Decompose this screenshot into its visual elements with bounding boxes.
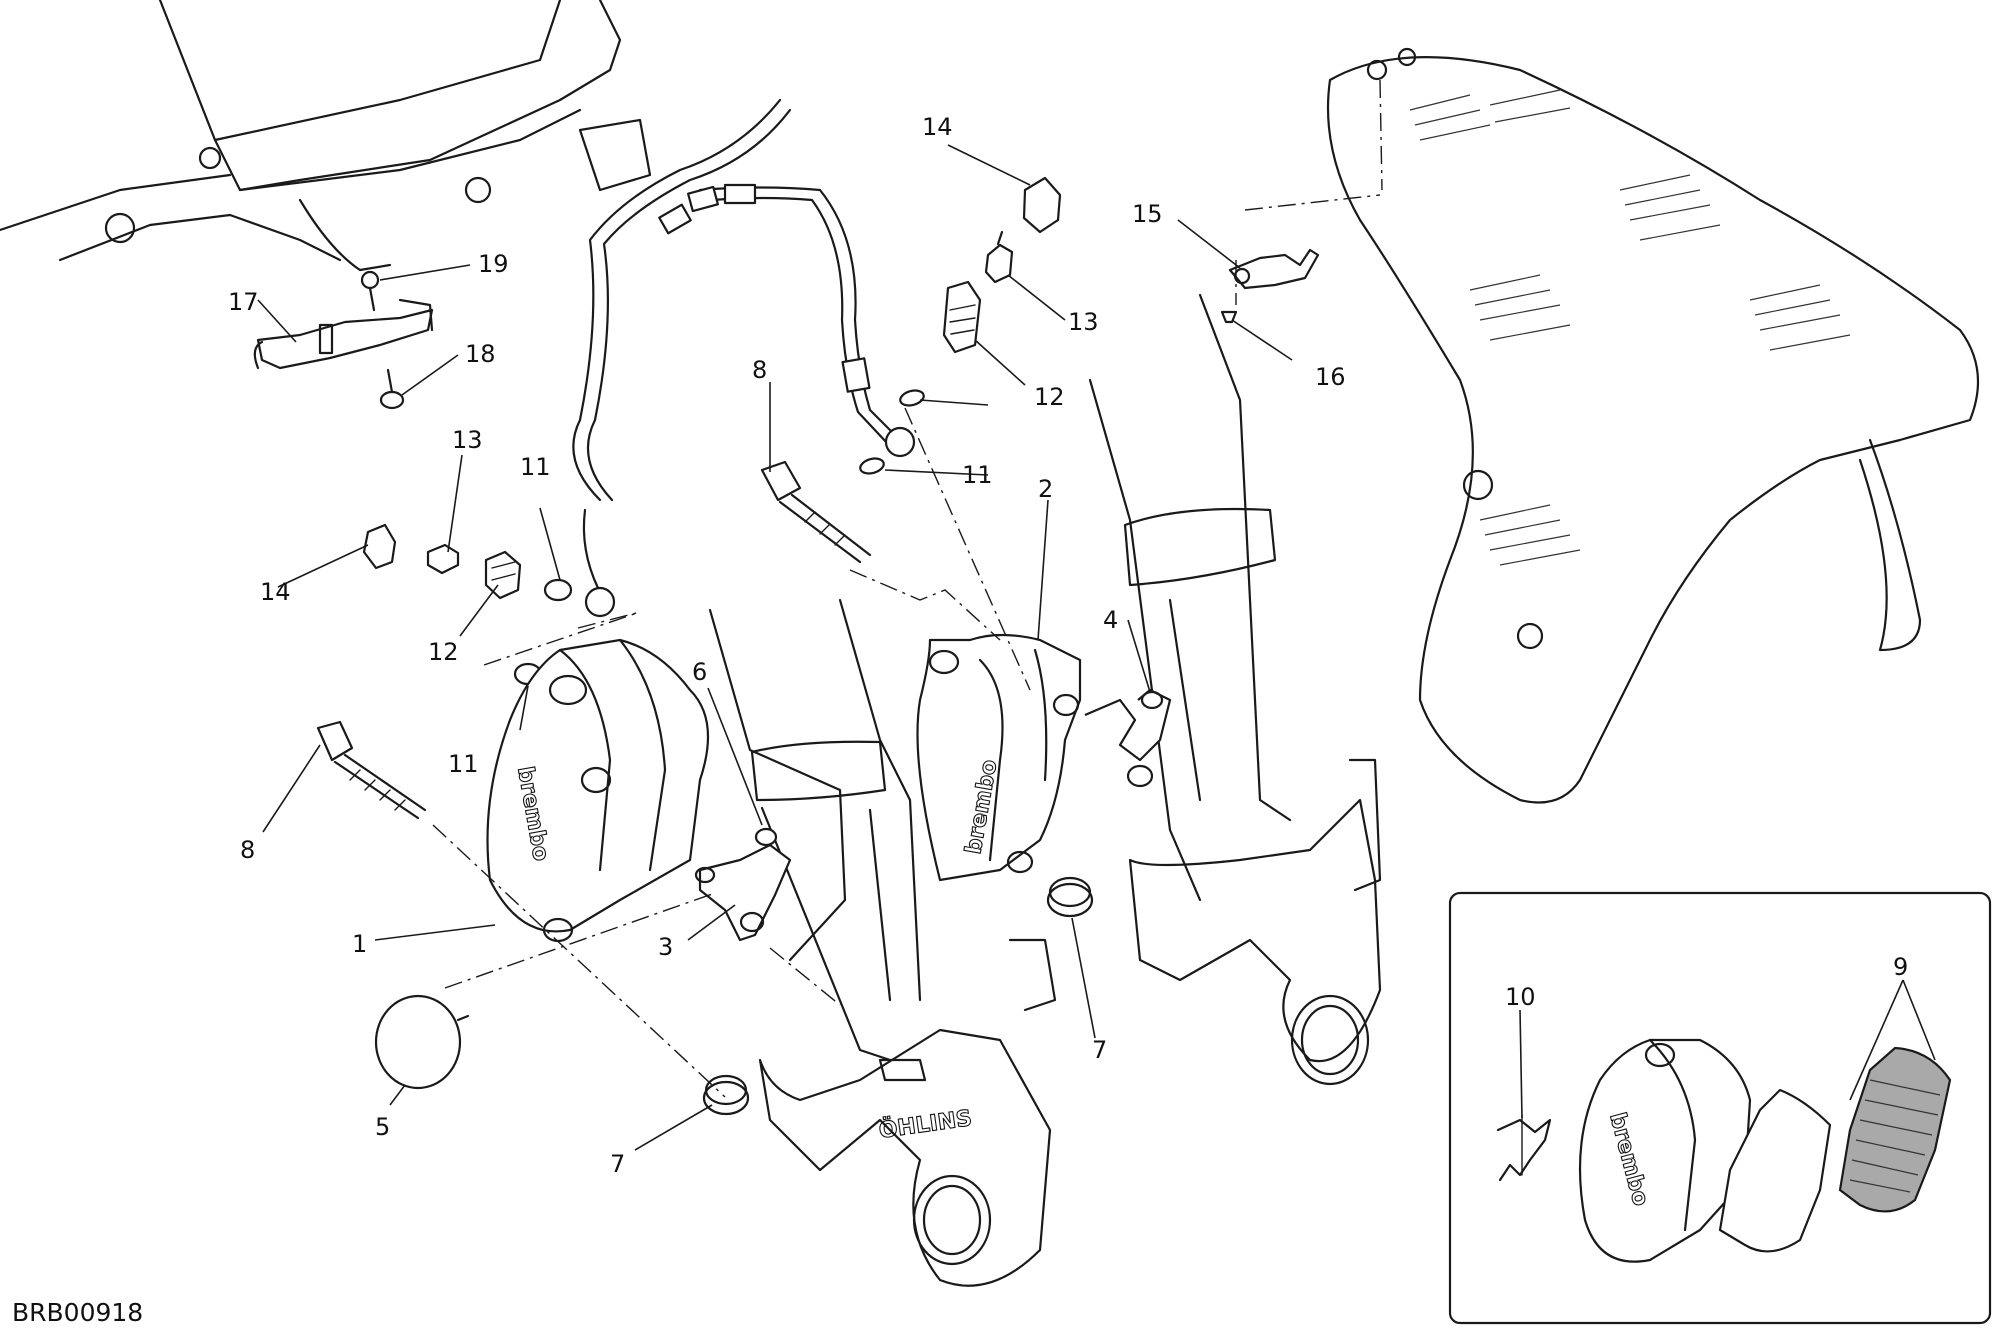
- cap-5: [374, 994, 470, 1090]
- callout-6: 6: [692, 658, 707, 686]
- callout-14-right: 14: [922, 113, 953, 141]
- callout-13-left: 13: [452, 426, 483, 454]
- callout-18: 18: [465, 340, 496, 368]
- brake-pads-inset: brembo: [1448, 891, 1992, 1325]
- screw-19: [360, 270, 380, 312]
- callout-17: 17: [228, 288, 259, 316]
- callout-1: 1: [352, 930, 367, 958]
- callout-4: 4: [1103, 606, 1118, 634]
- callout-16: 16: [1315, 363, 1346, 391]
- grommet-7-left: [702, 1074, 750, 1116]
- callout-13-right: 13: [1068, 308, 1099, 336]
- washer-11-left-a: [543, 578, 573, 602]
- callout-11-left-top: 11: [520, 453, 551, 481]
- bleeder-valve-13-right: [984, 230, 1014, 284]
- callout-15: 15: [1132, 200, 1163, 228]
- brake-caliper-2: brembo: [916, 633, 1082, 882]
- callout-10: 10: [1505, 983, 1536, 1011]
- bleeder-valve-13-left: [426, 543, 460, 575]
- callout-9: 9: [1893, 953, 1908, 981]
- bolt-8-left: [316, 720, 427, 820]
- brake-pad-9-front: [1718, 1088, 1832, 1253]
- banjo-bolt-12-left: [484, 550, 522, 600]
- sensor-bracket-17: [253, 298, 434, 370]
- brake-hose-assembly: [572, 98, 916, 618]
- brake-pad-9-rear: [1838, 1046, 1952, 1213]
- callout-2: 2: [1038, 475, 1053, 503]
- grommet-7-right: [1046, 876, 1094, 918]
- callout-14-left: 14: [260, 578, 291, 606]
- callout-7-left: 7: [610, 1150, 625, 1178]
- right-fork-leg: [1088, 293, 1382, 1086]
- banjo-bolt-12-right: [942, 280, 982, 354]
- bolt-8-right: [760, 460, 872, 564]
- callout-labels: 1 2 3 4 5 6 7 7 8 8 9 10 11 11 11 12 12 …: [228, 113, 1908, 1178]
- brake-caliper-1: brembo: [486, 638, 710, 943]
- callout-11-left-bottom: 11: [448, 750, 479, 778]
- mudguard-texture: [1409, 89, 1851, 566]
- inset-caliper: brembo: [1578, 1038, 1752, 1263]
- svg-text:ÖHLINS: ÖHLINS: [877, 1105, 973, 1144]
- screw-18: [379, 368, 405, 410]
- callout-12-left: 12: [428, 638, 459, 666]
- assembly-lines: [432, 79, 1383, 1098]
- washer-11-right-a: [899, 389, 925, 407]
- callout-11-right: 11: [962, 461, 993, 489]
- washer-11-right-b: [859, 457, 885, 475]
- callout-7-right: 7: [1092, 1036, 1107, 1064]
- bracket-3: [694, 843, 792, 942]
- bleeder-cap-14-left: [362, 523, 397, 570]
- front-mudguard: [1326, 47, 1980, 804]
- leader-lines: [257, 144, 1936, 1151]
- callout-8-left: 8: [240, 836, 255, 864]
- callout-19: 19: [478, 250, 509, 278]
- pad-spring-10: [1496, 1114, 1552, 1182]
- clip-15: [1228, 248, 1320, 290]
- callout-8-right: 8: [752, 356, 767, 384]
- callout-3: 3: [658, 933, 673, 961]
- callout-12-right: 12: [1034, 383, 1065, 411]
- washer-6: [754, 827, 778, 847]
- bracket-4: [1084, 688, 1172, 788]
- rivet-16: [1220, 310, 1238, 324]
- bleeder-cap-14-right: [1022, 176, 1062, 234]
- frame-section: [0, 0, 652, 272]
- callout-5: 5: [375, 1113, 390, 1141]
- diagram-reference-code: BRB00918: [12, 1298, 144, 1327]
